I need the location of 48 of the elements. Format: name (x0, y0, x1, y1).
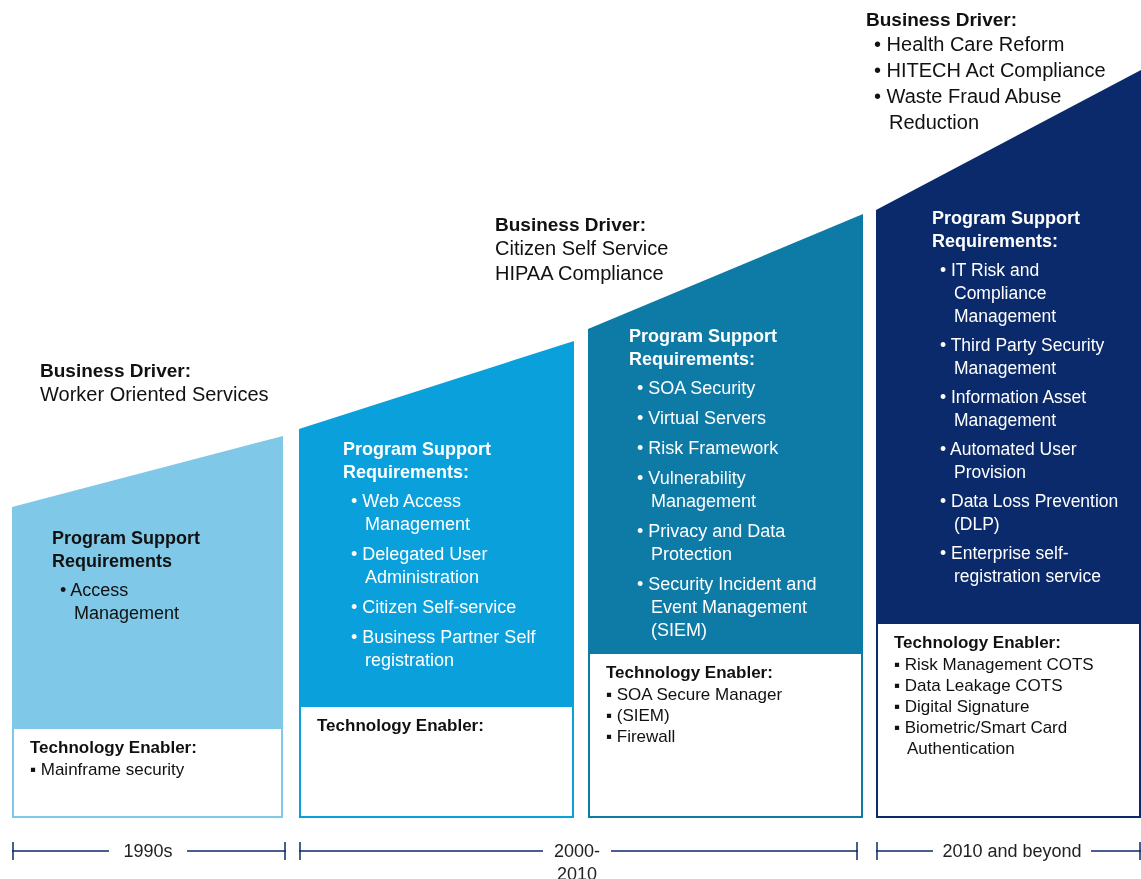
heading: Program Support Requirements: (343, 438, 492, 484)
list-item: • Enterprise self-registration service (940, 542, 1102, 588)
list-item: • Virtual Servers (637, 407, 767, 430)
list-item: • Business Partner Self registration (351, 626, 537, 672)
driver-item: Citizen Self Service (495, 236, 670, 261)
enabler-box (876, 622, 1141, 818)
list-item: • Security Incident and Event Management (SIEM) (637, 573, 818, 642)
driver-heading: Business Driver: (495, 213, 647, 236)
driver-item: • HITECH Act Compliance (874, 58, 1107, 83)
heading: Technology Enabler: (30, 737, 198, 758)
list-item: • Delegated User Administration (351, 543, 489, 589)
list-item: • Access Management (60, 579, 181, 625)
driver-item: Worker Oriented Services (40, 382, 270, 407)
heading: Program Support Requirements: (932, 207, 1081, 253)
requirements-panel (299, 341, 574, 705)
list-item: ▪ (SIEM) (606, 705, 671, 726)
requirements-panel (12, 436, 283, 727)
driver-item: HIPAA Compliance (495, 261, 665, 286)
list-item: • Citizen Self-service (351, 596, 518, 619)
enabler-box (588, 652, 863, 818)
heading: Technology Enabler: (317, 715, 485, 736)
heading: Program Support Requirements: (629, 325, 778, 371)
list-item: • Data Loss Prevention (DLP) (940, 490, 1120, 536)
list-item: • Web Access Management (351, 490, 472, 536)
driver-heading: Business Driver: (866, 8, 1018, 31)
list-item: ▪ Digital Signature (894, 696, 1031, 717)
list-item: • SOA Security (637, 377, 757, 400)
list-item: ▪ Biometric/Smart Card Authentication (894, 717, 1069, 759)
driver-item: • Waste Fraud Abuse Reduction (874, 84, 1063, 135)
list-item: • Automated User Provision (940, 438, 1078, 484)
list-item: • Information Asset Management (940, 386, 1088, 432)
enabler-box (12, 727, 283, 818)
list-item: ▪ SOA Secure Manager (606, 684, 784, 705)
enabler-box (299, 705, 574, 818)
list-item: • IT Risk and Compliance Management (940, 259, 1058, 328)
list-item: ▪ Risk Management COTS (894, 654, 1095, 675)
list-item: • Privacy and Data Protection (637, 520, 787, 566)
list-item: ▪ Firewall (606, 726, 677, 747)
list-item: ▪ Mainframe security (30, 759, 186, 780)
list-item: • Vulnerability Management (637, 467, 758, 513)
heading: Program Support Requirements (52, 527, 201, 573)
heading: Technology Enabler: (606, 662, 774, 683)
list-item: • Risk Framework (637, 437, 780, 460)
list-item: • Third Party Security Management (940, 334, 1106, 380)
driver-heading: Business Driver: (40, 359, 192, 382)
heading: Technology Enabler: (894, 632, 1062, 653)
driver-item: • Health Care Reform (874, 32, 1066, 57)
list-item: ▪ Data Leakage COTS (894, 675, 1064, 696)
